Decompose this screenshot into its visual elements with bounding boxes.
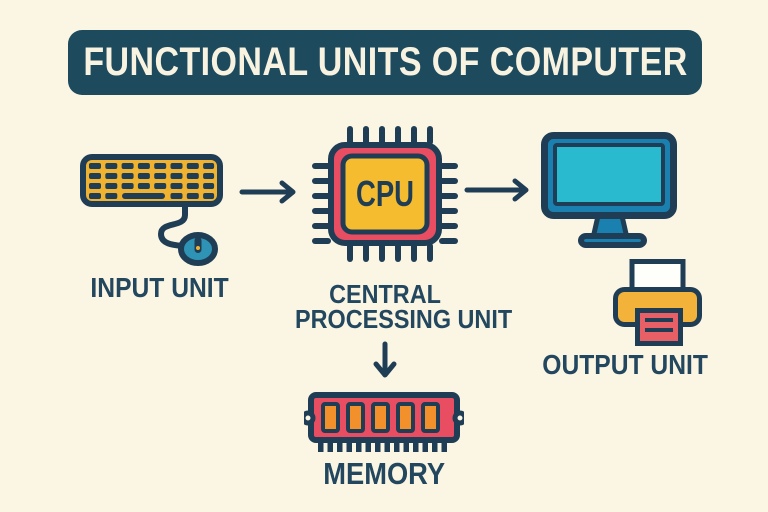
cpu-chip-icon: CPU — [312, 126, 458, 262]
cpu-pins — [312, 126, 458, 262]
output-unit-label-text: OUTPUT UNIT — [542, 349, 708, 380]
memory-unit-label: MEMORY — [284, 458, 484, 489]
ram-pins — [318, 438, 447, 452]
ram-stick-icon — [304, 392, 464, 452]
memory-unit-label-text: MEMORY — [323, 456, 445, 491]
keyboard-icon — [80, 154, 223, 207]
cpu-unit-label-line2: PROCESSING UNIT — [295, 304, 513, 334]
output-unit-label: OUTPUT UNIT — [525, 351, 725, 379]
printer-icon — [613, 259, 702, 346]
cpu-unit-label: CENTRAL PROCESSING UNIT — [285, 279, 513, 334]
mouse-icon — [178, 232, 218, 266]
title-banner: FUNCTIONAL UNITS OF COMPUTER — [68, 30, 702, 95]
arrow-down-cpu-to-memory-icon — [373, 341, 397, 378]
monitor-screen — [553, 143, 665, 206]
keyboard-mouse-icon — [80, 154, 223, 266]
arrow-right-input-to-cpu-icon — [239, 180, 296, 204]
monitor-icon — [541, 132, 677, 248]
printer-paper-out — [635, 308, 683, 346]
arrow-right-cpu-to-output-icon — [464, 178, 529, 202]
cpu-unit-label-line1: CENTRAL — [329, 279, 441, 309]
mouse-cable — [157, 204, 188, 249]
input-unit-label-text: INPUT UNIT — [90, 272, 230, 303]
page-title: FUNCTIONAL UNITS OF COMPUTER — [82, 40, 688, 84]
input-unit-label: INPUT UNIT — [60, 274, 260, 302]
cpu-chip-text: CPU — [356, 173, 414, 214]
